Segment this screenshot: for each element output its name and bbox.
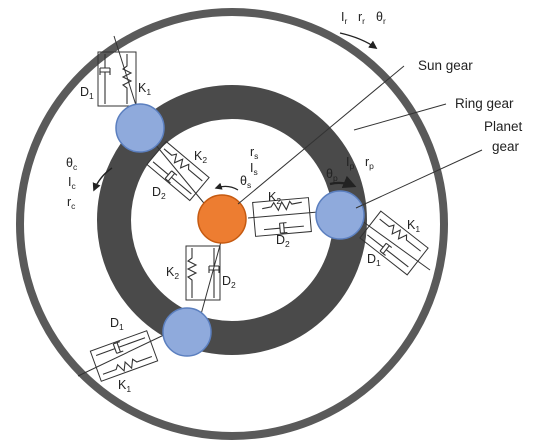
svg-text:θs: θs (240, 174, 251, 190)
svg-text:Is: Is (250, 161, 258, 177)
svg-text:θr: θr (376, 10, 386, 26)
sun-planet-right-link (247, 211, 319, 219)
k2-bottom-label: K2 (166, 265, 179, 281)
spring-damper-sun-right (252, 197, 312, 237)
d2-bottom-label: D2 (222, 274, 236, 290)
sun-gear-callout: Sun gear (418, 58, 473, 73)
k1-top-label: K1 (138, 81, 151, 97)
planet-gear-top-left (115, 103, 165, 153)
planet-parameters: θp Ip rp (326, 155, 374, 183)
d2-top-label: D2 (152, 185, 166, 201)
k2-right-label: K2 (268, 190, 281, 206)
svg-text:rp: rp (365, 155, 374, 171)
d1-bottom-label: D1 (110, 316, 124, 332)
carrier-rotation-arrow (92, 167, 113, 192)
svg-text:rr: rr (358, 10, 365, 26)
svg-text:Ip: Ip (346, 155, 354, 171)
sun-gear (197, 194, 247, 244)
sun-gear-leader (237, 65, 405, 205)
sun-planet-bottom-link (199, 237, 223, 319)
planet-gear-leader (355, 149, 483, 209)
svg-text:θp: θp (326, 167, 338, 183)
ring-gear-outline (16, 8, 448, 440)
spring-damper-sun-top (146, 140, 210, 202)
planet-gear-callout-line1: Planet (484, 119, 523, 134)
k1-bottom-label: K1 (118, 378, 131, 394)
d1-top-label: D1 (80, 85, 94, 101)
sun-rotation-arrow (214, 182, 239, 191)
ring-rotation-arrow (339, 32, 378, 49)
planet-gear-right (315, 190, 365, 240)
spring-damper-right-planet-ring (357, 210, 431, 276)
ring-gear-leader (353, 103, 447, 131)
planet-gear-callout-line2: gear (492, 139, 520, 154)
svg-text:Ir: Ir (341, 10, 347, 26)
spring-damper-bottom-planet-ring (77, 330, 167, 382)
d1-right-label: D1 (367, 252, 381, 268)
sun-parameters: rs Is θs (240, 145, 258, 190)
ring-gear-callout: Ring gear (455, 96, 514, 111)
k1-right-label: K1 (407, 218, 420, 234)
svg-text:rc: rc (67, 195, 76, 211)
planet-gear-bottom (162, 307, 212, 357)
planet-rotation-arrow (329, 175, 357, 189)
d2-right-label: D2 (276, 233, 290, 249)
svg-text:Ic: Ic (68, 175, 76, 191)
carrier-parameters: θc Ic rc (66, 156, 78, 211)
svg-text:rs: rs (250, 145, 258, 161)
svg-text:θc: θc (66, 156, 78, 172)
ring-parameters: Ir rr θr (341, 10, 386, 26)
k2-top-label: K2 (194, 149, 207, 165)
spring-damper-sun-bottom (185, 245, 221, 301)
